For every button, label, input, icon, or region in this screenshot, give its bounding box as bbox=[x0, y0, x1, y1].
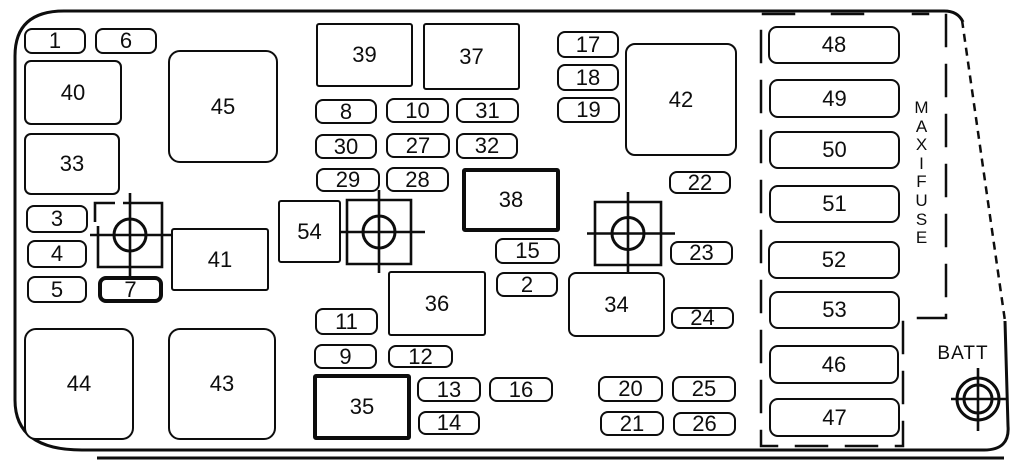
fuse-44: 44 bbox=[24, 328, 134, 440]
fuse-10: 10 bbox=[386, 98, 449, 123]
fuse-18: 18 bbox=[557, 64, 619, 91]
fuse-37: 37 bbox=[423, 23, 520, 90]
maxifuse-dashed-boundary bbox=[759, 12, 948, 448]
fuse-5: 5 bbox=[27, 276, 87, 303]
fuse-6: 6 bbox=[95, 28, 157, 54]
fuse-9: 9 bbox=[314, 344, 377, 369]
fuse-40: 40 bbox=[24, 60, 122, 125]
fuse-29: 29 bbox=[316, 168, 380, 192]
enclosure-border bbox=[13, 9, 1010, 452]
slanted-edge-dashed bbox=[960, 19, 1007, 322]
fuse-2: 2 bbox=[496, 272, 558, 297]
fuse-39: 39 bbox=[316, 23, 413, 87]
fuse-8: 8 bbox=[315, 99, 377, 124]
fuse-38: 38 bbox=[462, 168, 560, 232]
fuse-24: 24 bbox=[671, 307, 734, 329]
fuse-11: 11 bbox=[315, 308, 378, 335]
bolt-symbol bbox=[339, 190, 425, 273]
maxifuse-letter: U bbox=[915, 190, 928, 210]
fuse-33: 33 bbox=[24, 133, 120, 195]
fuse-20: 20 bbox=[598, 376, 663, 402]
fuse-19: 19 bbox=[557, 97, 620, 123]
fuse-43: 43 bbox=[168, 328, 276, 440]
fuse-7: 7 bbox=[98, 276, 163, 303]
fuse-12: 12 bbox=[388, 345, 453, 368]
fuse-28: 28 bbox=[386, 167, 449, 192]
fuse-13: 13 bbox=[417, 377, 481, 402]
fuse-22: 22 bbox=[669, 171, 731, 194]
fuse-52: 52 bbox=[768, 241, 900, 279]
bolt-symbol bbox=[587, 192, 675, 274]
fuse-17: 17 bbox=[557, 31, 619, 58]
maxifuse-letter: A bbox=[915, 116, 928, 136]
fuse-35: 35 bbox=[313, 374, 411, 440]
fuse-53: 53 bbox=[769, 291, 900, 329]
batt-label: BATT bbox=[937, 343, 989, 364]
fuse-41: 41 bbox=[171, 228, 269, 291]
maxifuse-letter: I bbox=[919, 153, 924, 173]
fuse-49: 49 bbox=[769, 79, 900, 118]
fuse-51: 51 bbox=[769, 185, 900, 223]
fuse-4: 4 bbox=[27, 240, 87, 268]
bolt-symbols bbox=[90, 190, 675, 276]
fuse-54: 54 bbox=[278, 200, 341, 263]
fuse-45: 45 bbox=[168, 50, 278, 163]
fuse-16: 16 bbox=[489, 377, 553, 402]
fuse-3: 3 bbox=[26, 205, 88, 233]
fuse-32: 32 bbox=[456, 133, 518, 159]
fuse-48: 48 bbox=[768, 26, 900, 64]
fuse-31: 31 bbox=[456, 98, 519, 123]
fuse-15: 15 bbox=[495, 238, 560, 264]
fuse-23: 23 bbox=[670, 241, 733, 265]
maxifuse-letter: M bbox=[914, 98, 929, 117]
fuse-42: 42 bbox=[625, 43, 737, 156]
fuse-14: 14 bbox=[418, 411, 480, 435]
fuse-27: 27 bbox=[386, 133, 450, 158]
maxifuse-letter: X bbox=[915, 135, 928, 155]
fuse-34: 34 bbox=[568, 272, 665, 337]
maxifuse-letter: F bbox=[916, 172, 927, 192]
bolt-symbol bbox=[90, 193, 176, 276]
maxifuse-letter: E bbox=[915, 228, 928, 248]
fuse-30: 30 bbox=[315, 134, 377, 159]
fuse-21: 21 bbox=[600, 411, 664, 436]
fuse-47: 47 bbox=[769, 398, 900, 437]
fuse-1: 1 bbox=[24, 28, 86, 54]
maxifuse-letter: S bbox=[915, 209, 928, 229]
fuse-26: 26 bbox=[673, 412, 736, 436]
fuse-36: 36 bbox=[388, 271, 486, 336]
fuse-50: 50 bbox=[769, 131, 900, 169]
batt-terminal-symbol bbox=[951, 368, 1008, 431]
fuse-46: 46 bbox=[769, 345, 899, 384]
fuse-25: 25 bbox=[672, 376, 736, 402]
